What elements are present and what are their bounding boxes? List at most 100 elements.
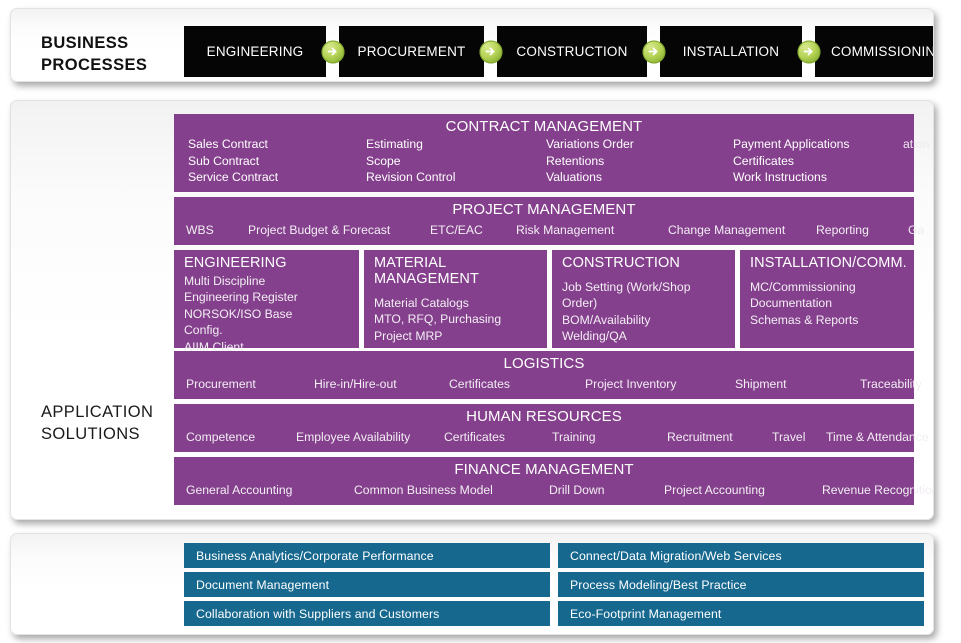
flow-connector-4: [797, 26, 820, 77]
list-item[interactable]: Certificates: [444, 430, 505, 444]
contract-management-columns: Sales Contract Sub Contract Service Cont…: [174, 135, 933, 186]
module-engineering[interactable]: ENGINEERING Multi Discipline Engineering…: [174, 250, 359, 354]
arrow-right-circle-icon: [479, 40, 502, 63]
application-solutions-label: APPLICATION SOLUTIONS: [41, 403, 154, 444]
list-item[interactable]: Recruitment: [667, 430, 733, 444]
list-item[interactable]: Welding/QA: [562, 329, 627, 344]
list-item[interactable]: Multi Discipline: [184, 274, 266, 288]
list-item[interactable]: Travel: [772, 430, 806, 444]
list-item[interactable]: Work Instructions: [733, 170, 827, 185]
list-item[interactable]: Project MRP: [374, 328, 443, 343]
list-item[interactable]: Engineering Register: [184, 290, 298, 305]
list-item[interactable]: AIIM Client: [184, 339, 244, 354]
module-title: LOGISTICS: [503, 355, 585, 372]
contract-column: Variations Order Retentions Valuations: [546, 136, 733, 186]
list-item[interactable]: Drill Down: [549, 483, 605, 497]
arrow-right-circle-icon: [797, 40, 820, 63]
list-item[interactable]: Shipment: [735, 377, 787, 391]
module-finance-management[interactable]: FINANCE MANAGEMENT General Accounting Co…: [174, 457, 933, 505]
list-item[interactable]: Order): [562, 296, 598, 311]
flow-connector-3: [642, 26, 665, 77]
list-item[interactable]: Risk Management: [516, 223, 615, 237]
list-item[interactable]: Certificates: [449, 377, 510, 391]
process-step-construction[interactable]: CONSTRUCTION: [497, 26, 647, 77]
list-item[interactable]: Scope: [366, 153, 401, 168]
flow-connector-2: [479, 26, 502, 77]
list-item[interactable]: Employee Availability: [296, 430, 411, 444]
list-item[interactable]: MC/Commissioning: [750, 280, 856, 294]
list-item[interactable]: Training: [552, 430, 596, 444]
process-step-installation[interactable]: INSTALLATION: [660, 26, 802, 77]
list-item[interactable]: Certificates: [733, 153, 794, 168]
list-item[interactable]: Hire-in/Hire-out: [314, 377, 397, 391]
material-management-items: Material Catalogs MTO, RFQ, Purchasing P…: [364, 289, 547, 344]
list-item[interactable]: BOM/Availability: [562, 312, 651, 327]
list-item[interactable]: Job Setting (Work/Shop: [562, 280, 691, 294]
list-item[interactable]: Project Budget & Forecast: [248, 223, 391, 237]
list-item[interactable]: NORSOK/ISO Base: [184, 306, 293, 321]
support-item-collaboration[interactable]: Collaboration with Suppliers and Custome…: [184, 601, 550, 626]
support-item-business-analytics[interactable]: Business Analytics/Corporate Performance: [184, 543, 550, 568]
process-step-commissioning[interactable]: COMMISSIONING: [815, 26, 933, 77]
list-item: ation: [903, 137, 930, 151]
list-item[interactable]: Project Accounting: [664, 483, 765, 497]
module-installation-commissioning[interactable]: INSTALLATION/COMM. MC/Commissioning Docu…: [740, 250, 914, 348]
contract-column-overflow: ation: [903, 136, 933, 186]
list-item[interactable]: Project Inventory: [585, 377, 677, 391]
list-item[interactable]: Time & Attendance: [826, 430, 929, 444]
list-item[interactable]: MTO, RFQ, Purchasing: [374, 312, 502, 327]
process-step-procurement[interactable]: PROCUREMENT: [339, 26, 484, 77]
list-item[interactable]: ETC/EAC: [430, 223, 483, 237]
list-item[interactable]: Change Management: [668, 223, 786, 237]
support-item-document-management[interactable]: Document Management: [184, 572, 550, 597]
engineering-items: Multi Discipline Engineering Register NO…: [174, 273, 359, 355]
list-item[interactable]: Competence: [186, 430, 256, 444]
list-item[interactable]: Material Catalogs: [374, 296, 469, 310]
contract-column: Payment Applications Certificates Work I…: [733, 136, 903, 186]
module-title: CONSTRUCTION: [562, 255, 680, 271]
list-item[interactable]: Traceability: [860, 377, 922, 391]
list-item[interactable]: WBS: [186, 223, 214, 237]
list-item[interactable]: Retentions: [546, 153, 605, 168]
module-material-management[interactable]: MATERIAL MANAGEMENT Material Catalogs MT…: [364, 250, 547, 348]
list-item[interactable]: Documentation: [750, 296, 832, 311]
arrow-right-circle-icon: [642, 40, 665, 63]
module-construction[interactable]: CONSTRUCTION Job Setting (Work/Shop Orde…: [552, 250, 735, 348]
module-contract-management[interactable]: CONTRACT MANAGEMENT Sales Contract Sub C…: [174, 114, 929, 192]
list-item[interactable]: Sales Contract: [188, 137, 268, 151]
support-item-process-modeling[interactable]: Process Modeling/Best Practice: [558, 572, 924, 597]
human-resources-items: Competence Employee Availability Certifi…: [174, 425, 933, 444]
support-item-connect-data-migration[interactable]: Connect/Data Migration/Web Services: [558, 543, 924, 568]
project-management-items: WBS Project Budget & Forecast ETC/EAC Ri…: [174, 218, 933, 237]
list-item[interactable]: Sub Contract: [188, 153, 260, 168]
list-item[interactable]: Procurement: [186, 377, 256, 391]
contract-column: Estimating Scope Revision Control: [366, 136, 546, 186]
business-processes-label: BUSINESS PROCESSES: [41, 34, 148, 75]
module-title: CONTRACT MANAGEMENT: [445, 118, 643, 135]
list-item[interactable]: Variations Order: [546, 137, 634, 151]
module-project-management[interactable]: PROJECT MANAGEMENT WBS Project Budget & …: [174, 197, 924, 245]
list-item[interactable]: Service Contract: [188, 170, 279, 185]
module-title: FINANCE MANAGEMENT: [454, 461, 634, 478]
business-process-flow: ENGINEERING PROCUREMENT CONSTRUCTION INS…: [184, 26, 933, 77]
list-item[interactable]: Common Business Model: [354, 483, 493, 497]
application-solutions-panel: APPLICATION SOLUTIONS CONTRACT MANAGEMEN…: [10, 100, 934, 520]
list-item[interactable]: Schemas & Reports: [750, 312, 859, 327]
list-item[interactable]: Config.: [184, 323, 223, 338]
list-item[interactable]: General Accounting: [186, 483, 293, 497]
support-processes-panel: SUPPORT PROCESSES Business Analytics/Cor…: [10, 533, 934, 635]
list-item-overflow: Ga: [908, 223, 925, 237]
list-item[interactable]: Reporting: [816, 223, 869, 237]
list-item[interactable]: Estimating: [366, 137, 423, 151]
list-item[interactable]: Revision Control: [366, 170, 456, 185]
logistics-items: Procurement Hire-in/Hire-out Certificate…: [174, 372, 933, 391]
list-item[interactable]: Payment Applications: [733, 137, 850, 151]
support-item-eco-footprint[interactable]: Eco-Footprint Management: [558, 601, 924, 626]
module-logistics[interactable]: LOGISTICS Procurement Hire-in/Hire-out C…: [174, 351, 922, 399]
list-item[interactable]: Valuations: [546, 170, 603, 185]
list-item[interactable]: Revenue Recognition: [822, 483, 934, 497]
module-title: MATERIAL MANAGEMENT: [374, 255, 479, 287]
module-human-resources[interactable]: HUMAN RESOURCES Competence Employee Avai…: [174, 404, 929, 452]
process-step-label: COMMISSIONING: [830, 44, 933, 59]
process-step-engineering[interactable]: ENGINEERING: [184, 26, 326, 77]
